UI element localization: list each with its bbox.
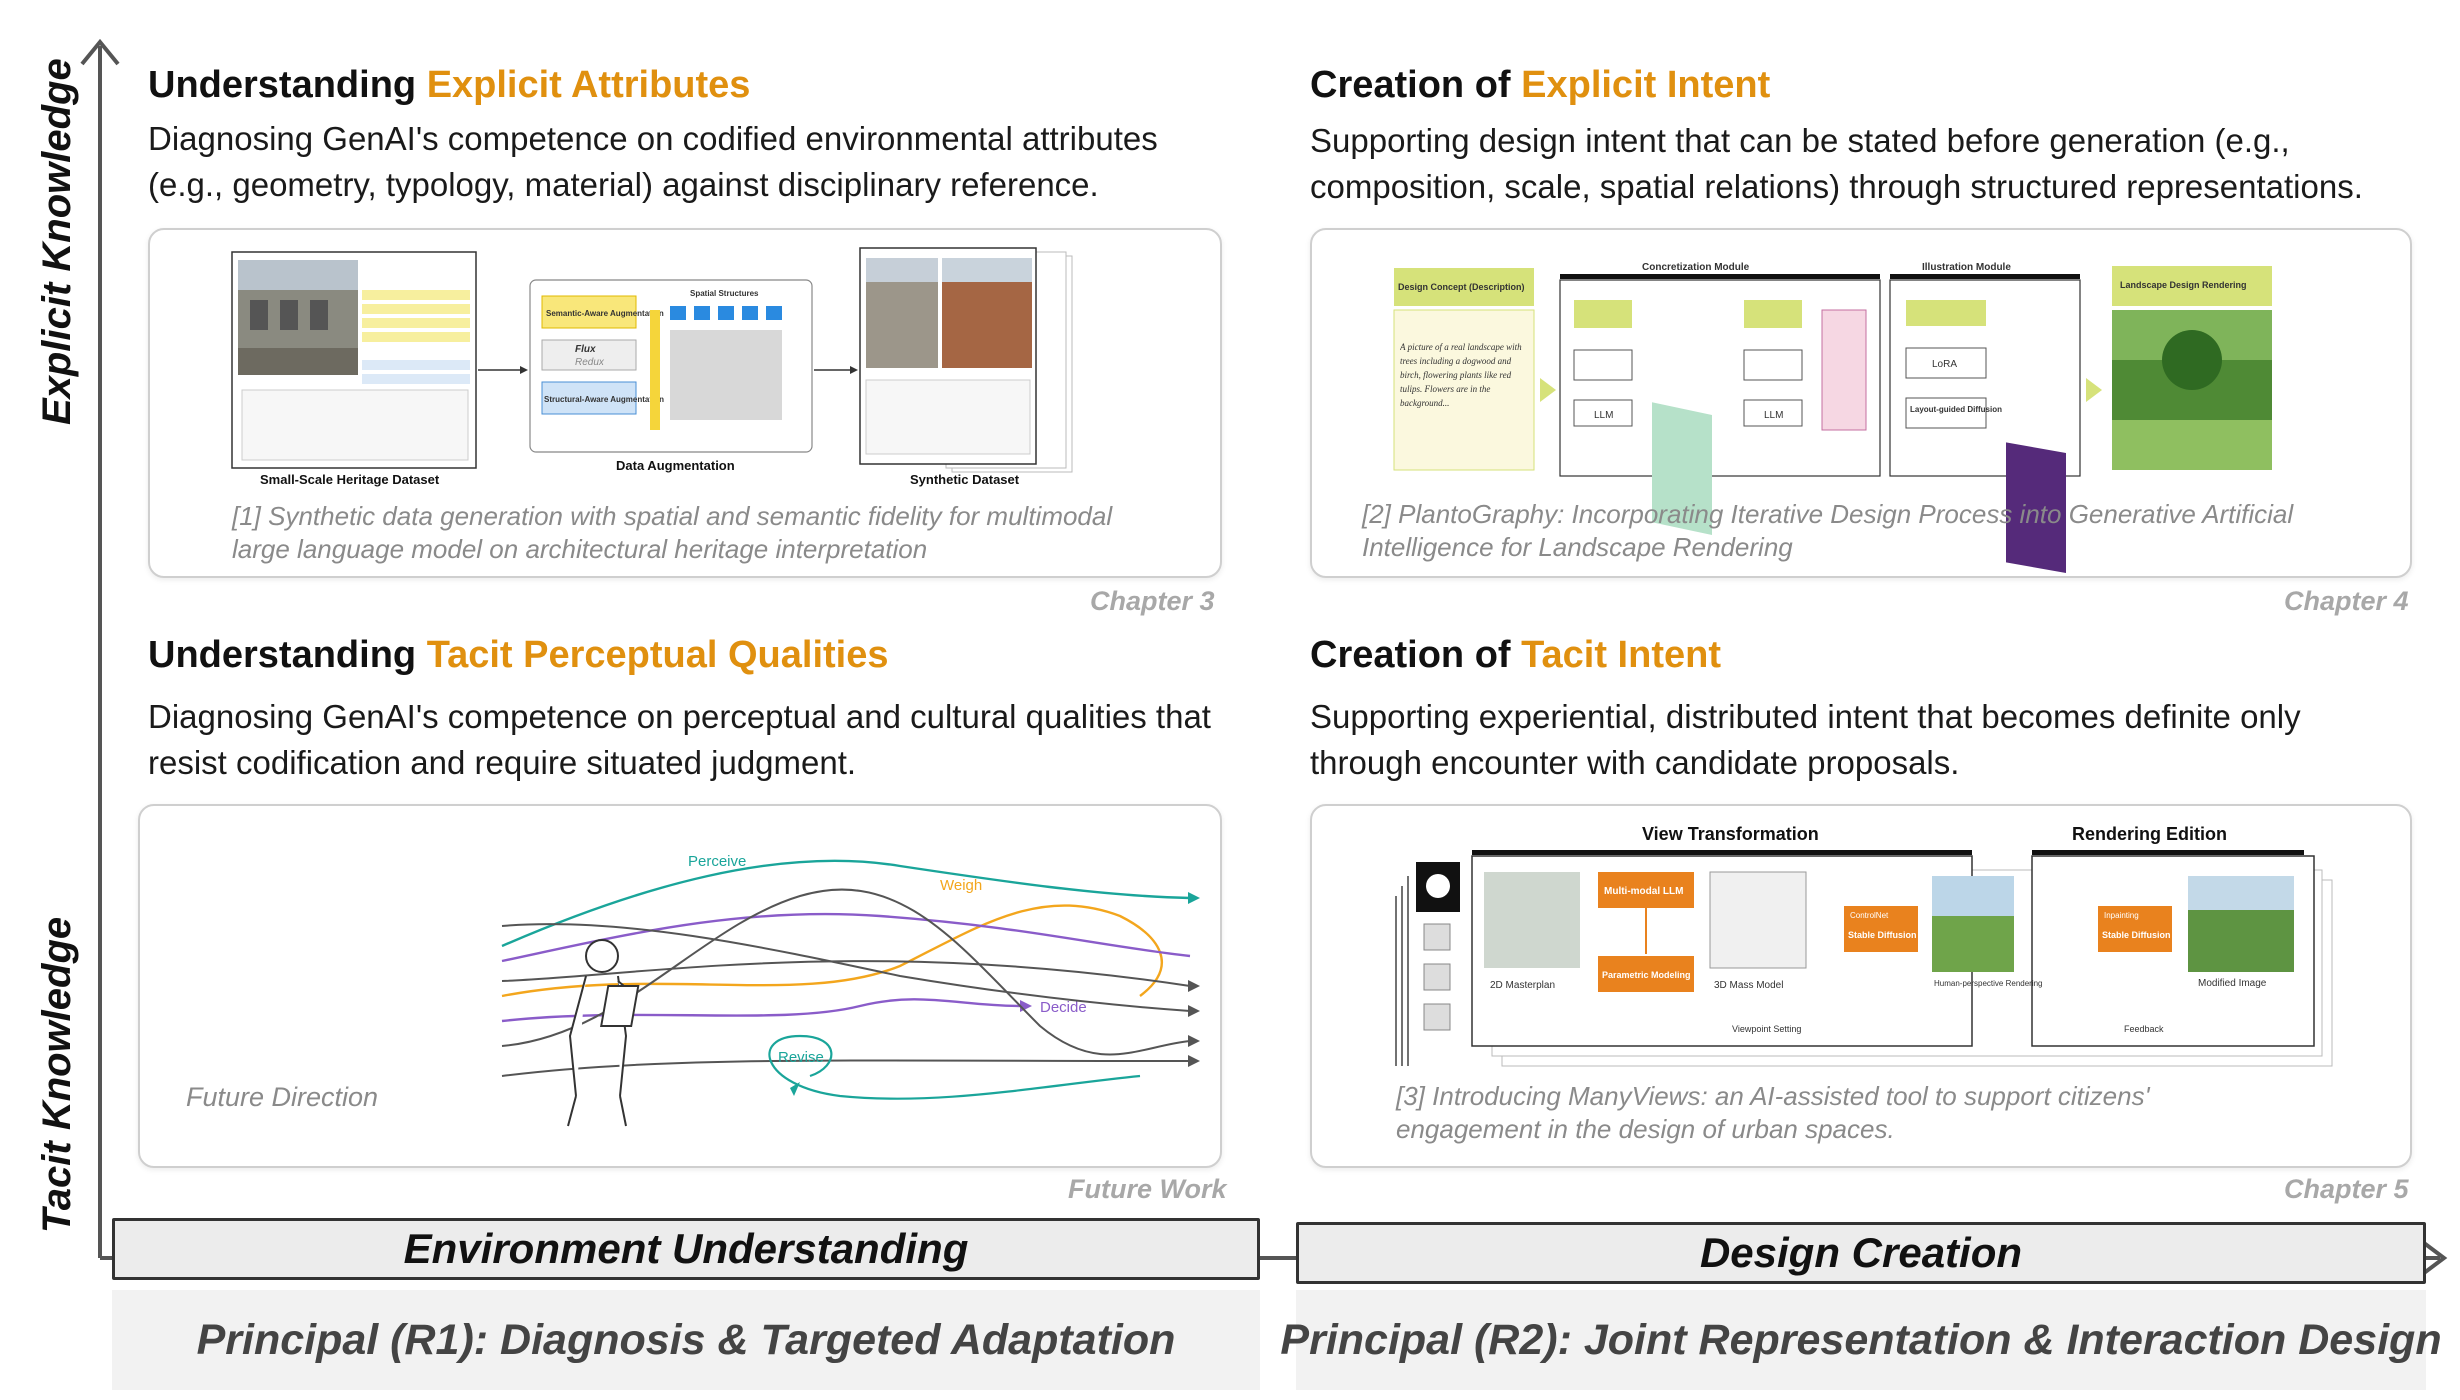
label-weigh: Weigh (940, 877, 982, 894)
label-llm-2: LLM (1764, 410, 1783, 421)
label-structural-aware: Structural-Aware Augmentation (544, 395, 664, 404)
label-design-concept: Design Concept (Description) (1398, 282, 1525, 292)
title-prefix: Creation of (1310, 64, 1522, 106)
label-controlnet: ControlNet (1850, 911, 1889, 920)
label-view-transformation: View Transformation (1642, 824, 1819, 844)
quadrant-description-tacit-intent: Supporting experiential, distributed int… (1310, 698, 2301, 781)
chapter-label-3: Chapter 3 (1090, 586, 1215, 616)
title-accent: Tacit Intent (1521, 634, 1721, 676)
principal-r2: Principal (R2): Joint Representation & I… (1280, 1290, 2442, 1390)
chapter-label-5: Chapter 5 (2284, 1174, 2409, 1204)
quadrant-description-tacit-qualities: Diagnosing GenAI's competence on percept… (148, 698, 1211, 781)
label-synthetic-dataset: Synthetic Dataset (910, 472, 1020, 487)
future-direction-label: Future Direction (186, 1082, 379, 1112)
quadrant-title-explicit-attributes: Understanding Explicit Attributes (148, 64, 750, 107)
label-data-augmentation: Data Augmentation (616, 458, 735, 473)
label-rendering-edition: Rendering Edition (2072, 824, 2227, 844)
label-decide: Decide (1040, 999, 1087, 1016)
label-viewpoint-setting: Viewpoint Setting (1732, 1024, 1801, 1034)
figure-card-future: Perceive Weigh Decide Revise Future Dire… (138, 804, 1222, 1168)
label-modified-image: Modified Image (2198, 978, 2267, 989)
label-layout-diffusion: Layout-guided Diffusion (1910, 405, 2002, 414)
caption-heritage: [1] Synthetic data generation with spati… (232, 501, 1113, 564)
label-3d-mass-model: 3D Mass Model (1714, 980, 1783, 991)
label-revise: Revise (778, 1049, 824, 1066)
label-illustration-module: Illustration Module (1922, 262, 2011, 273)
x-axis-bar-design-creation: Design Creation (1296, 1222, 2426, 1284)
thinking-person-icon (567, 939, 640, 1127)
label-multimodal-llm: Multi-modal LLM (1604, 886, 1683, 897)
quadrant-title-tacit-intent: Creation of Tacit Intent (1310, 634, 1721, 677)
quadrant-description-explicit-intent: Supporting design intent that can be sta… (1310, 122, 2363, 205)
label-landscape-output: Landscape Design Rendering (2120, 280, 2247, 290)
chapter-label-future-work: Future Work (1068, 1174, 1227, 1204)
title-prefix: Understanding (148, 634, 427, 676)
axis-label-explicit: Explicit Knowledge (35, 58, 79, 425)
label-stable-diffusion-1: Stable Diffusion (1848, 930, 1917, 940)
title-accent: Explicit Intent (1521, 64, 1771, 106)
caption-manyviews: [3] Introducing ManyViews: an AI-assiste… (1396, 1081, 2150, 1144)
label-redux: Redux (575, 357, 605, 368)
plantography-diagram: Design Concept (Description) A picture o… (1393, 262, 2272, 573)
chapter-label-4: Chapter 4 (2284, 586, 2409, 616)
label-feedback: Feedback (2124, 1024, 2164, 1034)
quadrant-title-explicit-intent: Creation of Explicit Intent (1310, 64, 1770, 107)
title-accent: Tacit Perceptual Qualities (426, 634, 889, 676)
figure-card-heritage: Small-Scale Heritage Dataset Semantic-Aw… (148, 228, 1222, 578)
title-prefix: Understanding (148, 64, 427, 106)
title-accent: Explicit Attributes (426, 64, 751, 106)
manyviews-diagram: View Transformation Rendering Edition 2D… (1395, 824, 2333, 1067)
label-inpainting: Inpainting (2104, 911, 2139, 920)
quadrant-description-explicit-attributes: Diagnosing GenAI's competence on codifie… (148, 120, 1158, 203)
principal-r1: Principal (R1): Diagnosis & Targeted Ada… (112, 1290, 1260, 1390)
label-small-scale-dataset: Small-Scale Heritage Dataset (260, 472, 440, 487)
label-perceive: Perceive (688, 853, 746, 870)
label-2d-masterplan: 2D Masterplan (1490, 980, 1555, 991)
axis-label-tacit: Tacit Knowledge (35, 916, 79, 1234)
label-concretization-module: Concretization Module (1642, 262, 1750, 273)
label-spatial-structures: Spatial Structures (690, 289, 759, 298)
title-prefix: Creation of (1310, 634, 1522, 676)
perception-flow-diagram: Perceive Weigh Decide Revise (501, 853, 1200, 1127)
label-llm-1: LLM (1594, 410, 1613, 421)
caption-plantography: [2] PlantoGraphy: Incorporating Iterativ… (1362, 499, 2294, 562)
label-parametric-modeling: Parametric Modeling (1602, 970, 1691, 980)
quadrant-title-tacit-qualities: Understanding Tacit Perceptual Qualities (148, 634, 888, 677)
label-semantic-aware: Semantic-Aware Augmentation (546, 309, 664, 318)
concept-description-text: A picture of a real landscape with trees… (1400, 342, 1522, 408)
heritage-diagram: Small-Scale Heritage Dataset Semantic-Aw… (231, 247, 1073, 487)
label-human-rendering: Human-perspective Rendering (1934, 979, 2043, 988)
x-axis-bar-environment-understanding: Environment Understanding (112, 1218, 1260, 1280)
label-lora: LoRA (1932, 359, 1957, 370)
label-flux: Flux (575, 344, 596, 355)
label-stable-diffusion-2: Stable Diffusion (2102, 930, 2171, 940)
figure-card-plantography: Design Concept (Description) A picture o… (1310, 228, 2412, 578)
figure-card-manyviews: View Transformation Rendering Edition 2D… (1310, 804, 2412, 1168)
